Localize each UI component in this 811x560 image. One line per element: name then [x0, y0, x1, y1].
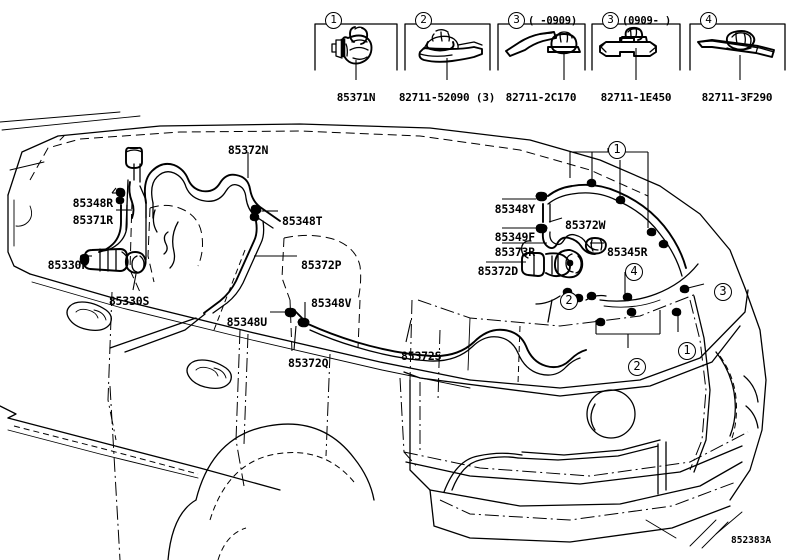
callout-1-top: 1 — [608, 141, 626, 159]
legend-part-number-2: 82711-52090 (3) — [398, 91, 496, 104]
joint-85348T — [249, 204, 262, 222]
part-label-85345R: 85345R — [607, 245, 648, 259]
part-label-85372Q: 85372Q — [288, 356, 329, 370]
hose-clip-points — [562, 178, 690, 327]
part-label-85372P: 85372P — [301, 258, 342, 272]
legend-callout-3: 3 — [508, 12, 525, 29]
legend-callout-4: 3 — [602, 12, 619, 29]
callout-1-bottom: 1 — [678, 342, 696, 360]
rear-roof-hose-assembly — [520, 183, 687, 279]
callout-3-right: 3 — [714, 283, 732, 301]
label-leader-lines — [80, 152, 604, 351]
legend-icon-85371N — [331, 26, 373, 80]
vehicle-body-outline — [0, 111, 767, 560]
callout-4-right: 4 — [625, 263, 643, 281]
legend-icon-82711-1E450 — [599, 26, 657, 80]
legend-icon-82711-3F290 — [697, 30, 775, 80]
callout-2-left: 2 — [560, 292, 578, 310]
legend-callout-2: 2 — [415, 12, 432, 29]
legend-part-number-4: 82711-1E450 — [600, 91, 672, 104]
part-label-85372S: 85372S — [401, 349, 442, 363]
legend-date-range-4: (0909- ) — [622, 15, 671, 27]
legend-date-range-3: ( -0909) — [528, 15, 577, 27]
legend-brackets — [314, 23, 786, 71]
part-label-85348T: 85348T — [282, 214, 323, 228]
callout-2-bottom: 2 — [628, 358, 646, 376]
diagram-callout-leaders — [569, 148, 705, 348]
washer-tank-filler — [125, 146, 143, 219]
part-label-85330S: 85330S — [108, 294, 150, 308]
part-label-85349F: 85349F — [494, 230, 536, 244]
part-label-85348V: 85348V — [311, 296, 352, 310]
part-label-85372D: 85372D — [477, 264, 519, 278]
part-label-85371R: 85371R — [72, 213, 114, 227]
part-label-85372W: 85372W — [565, 218, 606, 232]
hose-85372P — [109, 220, 265, 353]
part-label-85372N: 85372N — [227, 143, 269, 157]
legend-icon-82711-52090 — [418, 29, 483, 80]
legend-callout-1: 1 — [325, 12, 342, 29]
legend-part-number-3: 82711-2C170 — [505, 91, 577, 104]
legend-callout-5: 4 — [700, 12, 717, 29]
part-label-85373R: 85373R — [494, 245, 536, 259]
legend-part-number-5: 82711-3F290 — [701, 91, 773, 104]
rear-washer-nozzle-assembly — [79, 187, 147, 274]
part-label-85348U: 85348U — [226, 315, 268, 329]
diagram-id-code: 852383A — [731, 535, 772, 546]
hose-85372N — [143, 162, 281, 229]
legend-part-number-1: 85371N — [336, 91, 376, 104]
part-label-85330F: 85330F — [47, 258, 89, 272]
legend-icon-82711-2C170 — [505, 31, 581, 80]
part-label-85348R: 85348R — [72, 196, 114, 210]
part-label-85348Y: 85348Y — [494, 202, 536, 216]
joints-mid-hose — [284, 307, 310, 328]
